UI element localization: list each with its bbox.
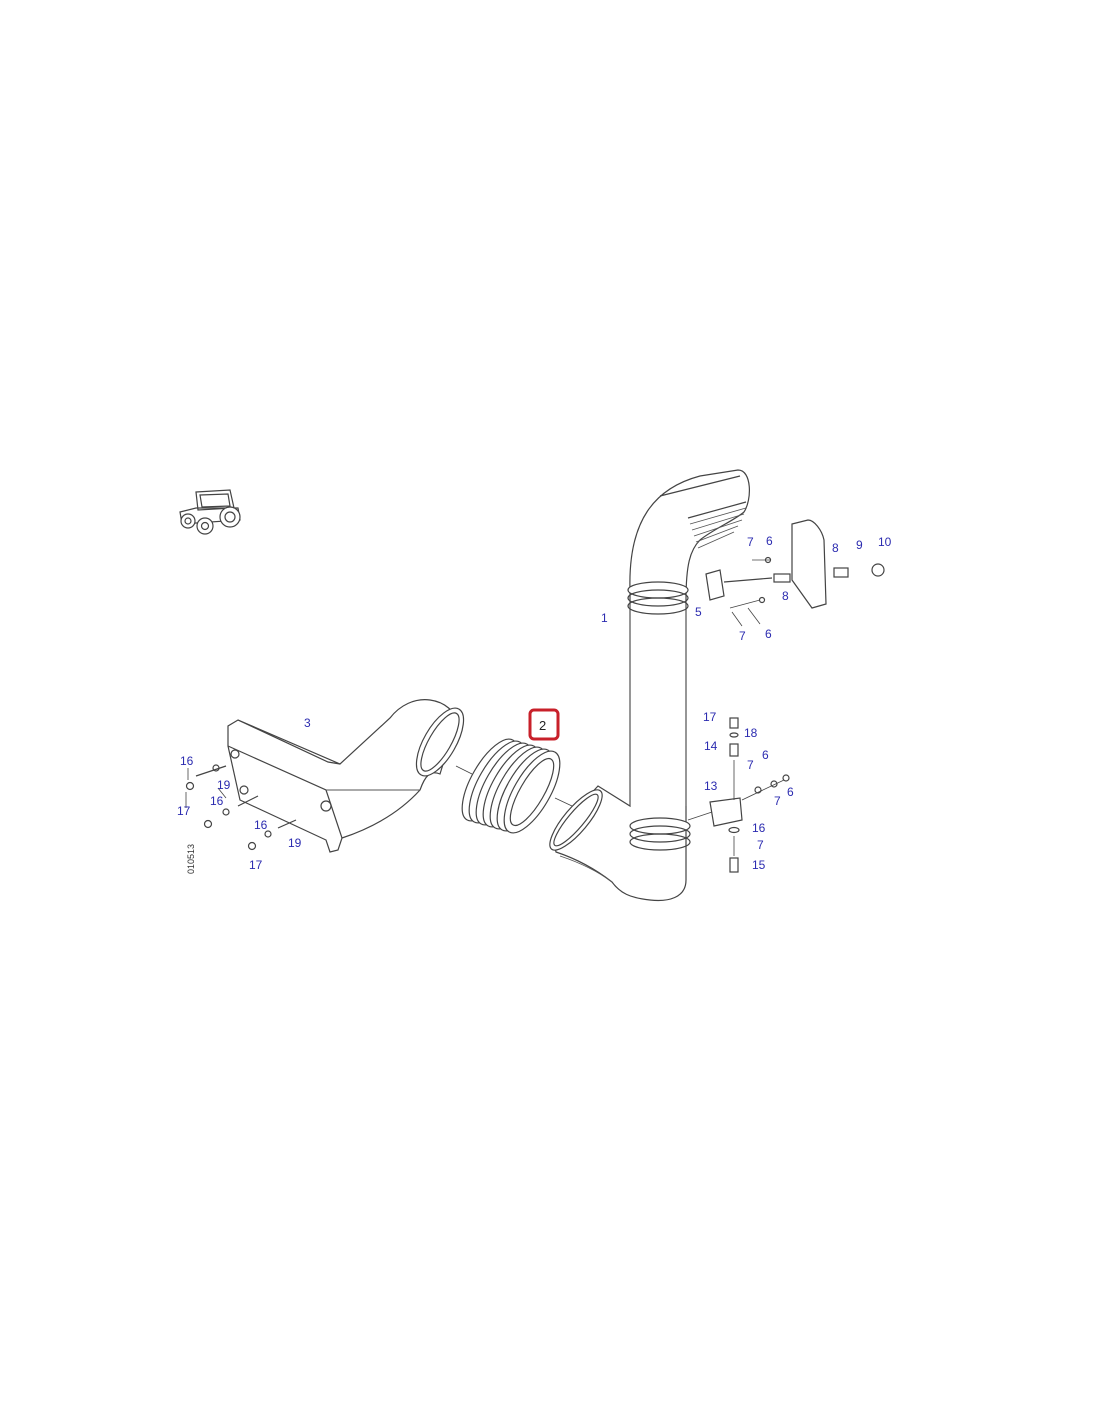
callout-16: 16	[254, 818, 268, 832]
lower-bracket-assembly	[687, 717, 790, 873]
callout-8: 8	[782, 589, 789, 603]
callout-7: 7	[747, 535, 754, 549]
tractor-icon	[179, 489, 241, 535]
callout-19: 19	[288, 836, 302, 850]
highlighted-callout-2[interactable]: 2	[528, 708, 560, 741]
callout-16: 16	[752, 821, 766, 835]
callout-6: 6	[762, 748, 769, 762]
callout-15: 15	[752, 858, 766, 872]
callout-17: 17	[177, 804, 191, 818]
callout-8: 8	[832, 541, 839, 555]
callout-7: 7	[774, 794, 781, 808]
bellows-connector-part-2	[461, 738, 561, 834]
callout-9: 9	[856, 538, 863, 552]
callout-2: 2	[539, 718, 546, 733]
callout-16: 16	[210, 794, 224, 808]
callout-1: 1	[601, 611, 608, 625]
left-fasteners	[185, 764, 297, 851]
callout-10: 10	[878, 535, 892, 549]
lower-duct-part-3	[227, 699, 465, 853]
callout-14: 14	[704, 739, 718, 753]
callout-7: 7	[739, 629, 746, 643]
callout-6: 6	[787, 785, 794, 799]
callout-19: 19	[217, 778, 231, 792]
callout-7: 7	[757, 838, 764, 852]
callout-17: 17	[703, 710, 717, 724]
intake-pipe-part-1	[549, 469, 750, 902]
callout-6: 6	[766, 534, 773, 548]
callout-13: 13	[704, 779, 718, 793]
callout-6: 6	[765, 627, 772, 641]
callout-5: 5	[695, 605, 702, 619]
drawing-id: 010513	[186, 844, 196, 874]
callout-16: 16	[180, 754, 194, 768]
callout-18: 18	[744, 726, 758, 740]
callout-17: 17	[249, 858, 263, 872]
upper-bracket-assembly	[705, 519, 885, 627]
callout-3: 3	[304, 716, 311, 730]
callout-7: 7	[747, 758, 754, 772]
